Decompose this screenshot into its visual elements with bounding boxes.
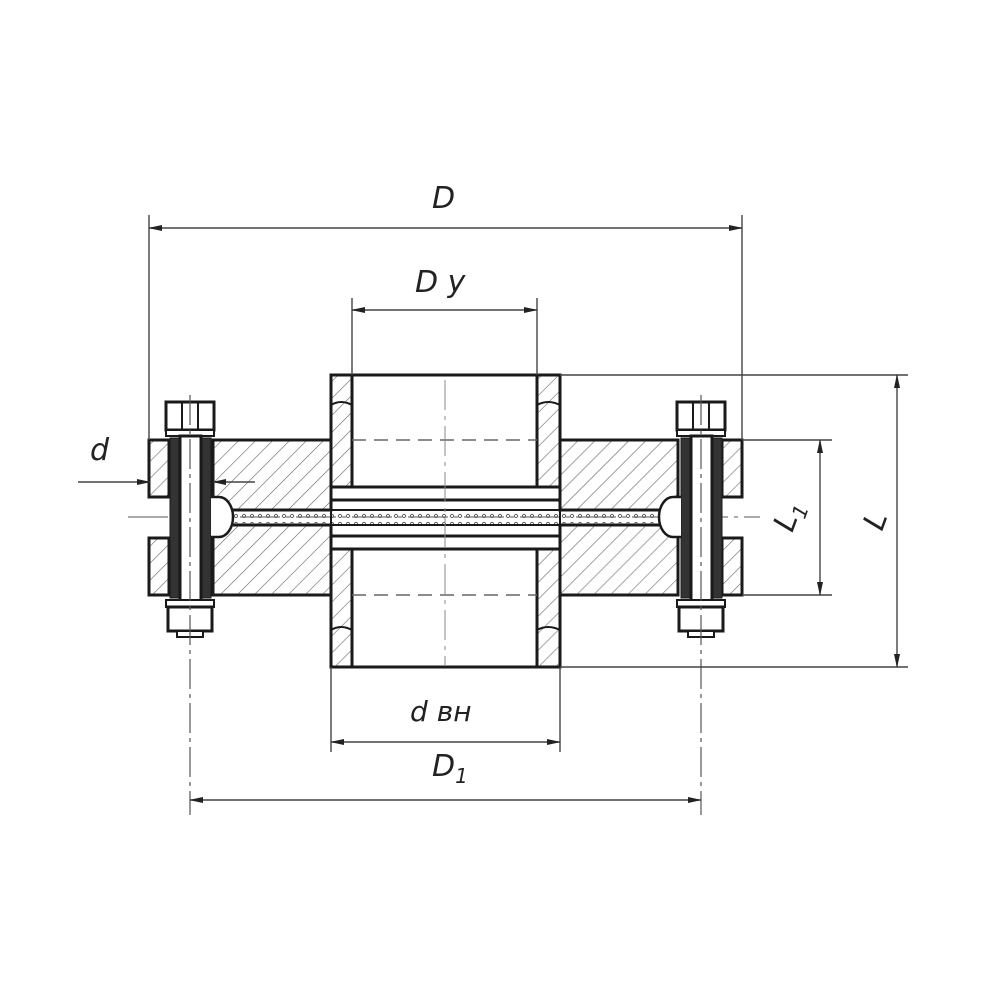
left-bolt — [164, 395, 235, 815]
left-flange — [147, 438, 333, 597]
label-Dy: D y — [415, 268, 465, 298]
label-d-inner: d вн — [410, 698, 472, 726]
right-flange — [558, 438, 744, 597]
label-d-inner-sub: вн — [436, 695, 472, 728]
label-D1: D1 — [432, 749, 468, 788]
label-D1-main: D — [432, 749, 456, 784]
label-D: D — [432, 181, 456, 216]
label-d: d — [90, 433, 110, 468]
pipe — [329, 373, 562, 669]
label-Dy-sub: y — [447, 265, 466, 300]
right-bolt — [657, 395, 727, 815]
label-d-inner-main: d — [410, 695, 428, 728]
label-D1-sub: 1 — [455, 764, 468, 788]
label-Dy-main: D — [415, 265, 439, 300]
dimensions — [78, 215, 908, 803]
